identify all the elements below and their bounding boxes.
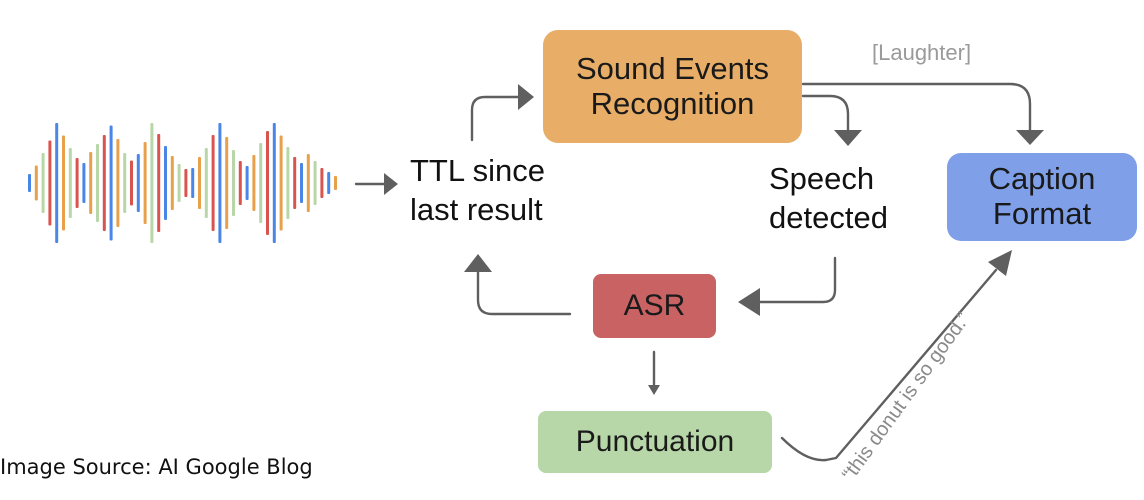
waveform-bar <box>62 135 65 231</box>
punctuation-box: Punctuation <box>538 411 772 473</box>
waveform-bar <box>41 153 45 213</box>
waveform-bar <box>245 166 249 200</box>
waveform-bar <box>164 146 167 220</box>
waveform-bar <box>150 123 154 243</box>
waveform-bar <box>198 157 201 209</box>
sound-box-line-2: Recognition <box>590 85 755 121</box>
caption-box-line-2: Format <box>992 196 1092 231</box>
arrow-speech-to-asr <box>758 256 837 304</box>
ttl-since-last-result-label: TTL since last result <box>410 152 545 230</box>
waveform-bar <box>272 123 276 243</box>
waveform-bar <box>96 144 99 222</box>
waveform-bar <box>211 135 215 231</box>
sound-box-line-1: Sound Events <box>575 50 770 86</box>
waveform-bar <box>334 176 337 190</box>
image-source-caption: Image Source: AI Google Blog <box>0 455 313 479</box>
asr-box-label: ASR <box>623 289 686 323</box>
arrowhead-ttl-to-sound <box>518 84 534 110</box>
waveform-bar <box>157 134 161 232</box>
speech-detected-label: Speech detected <box>769 160 888 238</box>
waveform-bar <box>266 131 269 235</box>
arrowhead-waveform-to-ttl <box>384 173 398 195</box>
waveform-bar <box>136 154 140 212</box>
arrowhead-asr-to-punctuation <box>648 385 660 395</box>
waveform-bar <box>204 148 208 218</box>
waveform-bar <box>89 152 93 214</box>
waveform-bar <box>48 140 52 226</box>
waveform-bar <box>327 172 331 194</box>
waveform-bar <box>279 135 283 231</box>
waveform-bar <box>320 168 324 198</box>
waveform-bar <box>184 169 188 197</box>
waveform-bar <box>293 157 297 209</box>
arrow-sound-to-speech <box>801 94 850 132</box>
punctuation-box-label: Punctuation <box>575 425 735 459</box>
waveform-bar <box>123 153 127 213</box>
waveform-bar <box>68 148 72 218</box>
waveform-bar <box>300 163 303 203</box>
waveform-bar <box>75 158 79 208</box>
waveform-bar <box>109 125 113 241</box>
waveform-bar <box>170 156 174 210</box>
waveform-bar <box>306 154 310 212</box>
waveform-bar <box>102 135 106 231</box>
arrowhead-asr-to-ttl <box>464 254 492 272</box>
waveform-bar <box>286 147 290 219</box>
waveform-bar <box>82 163 86 203</box>
waveform-bar <box>34 165 38 201</box>
ttl-line-2: last result <box>410 191 543 227</box>
caption-format-box: Caption Format <box>947 153 1137 241</box>
waveform-bar <box>130 160 133 206</box>
speech-line-1: Speech <box>769 161 875 196</box>
waveform-bar <box>116 139 120 227</box>
arrow-ttl-to-sound <box>470 95 520 142</box>
arrowhead-sound-to-speech <box>834 130 862 146</box>
waveform-bar <box>28 174 31 192</box>
waveform-bar <box>177 164 181 202</box>
waveform-bar <box>232 150 235 216</box>
waveform-bar <box>191 168 195 198</box>
ttl-line-1: TTL since <box>410 153 545 188</box>
arrow-punctuation-to-caption <box>780 268 998 462</box>
arrowhead-punctuation-to-caption <box>988 250 1012 276</box>
waveform-bar <box>252 155 256 211</box>
asr-box: ASR <box>593 274 716 338</box>
waveform-bar <box>225 137 229 229</box>
waveform-bar <box>55 123 59 243</box>
waveform-bar <box>259 143 263 223</box>
caption-box-line-1: Caption <box>988 161 1096 197</box>
waveform-bar <box>218 123 222 243</box>
arrowhead-sound-to-caption <box>1016 130 1044 145</box>
sound-events-recognition-box: Sound Events Recognition <box>543 30 802 143</box>
speech-line-2: detected <box>769 199 888 235</box>
laughter-tag-label: [Laughter] <box>872 40 972 65</box>
flow-arrows <box>354 82 1044 462</box>
audio-waveform-icon <box>28 123 337 243</box>
arrowhead-speech-to-asr <box>738 288 760 316</box>
waveform-bar <box>238 161 242 205</box>
arrow-asr-to-ttl <box>476 270 572 316</box>
arrow-sound-to-caption <box>801 82 1032 132</box>
waveform-bar <box>143 142 147 224</box>
waveform-bar <box>313 161 317 205</box>
